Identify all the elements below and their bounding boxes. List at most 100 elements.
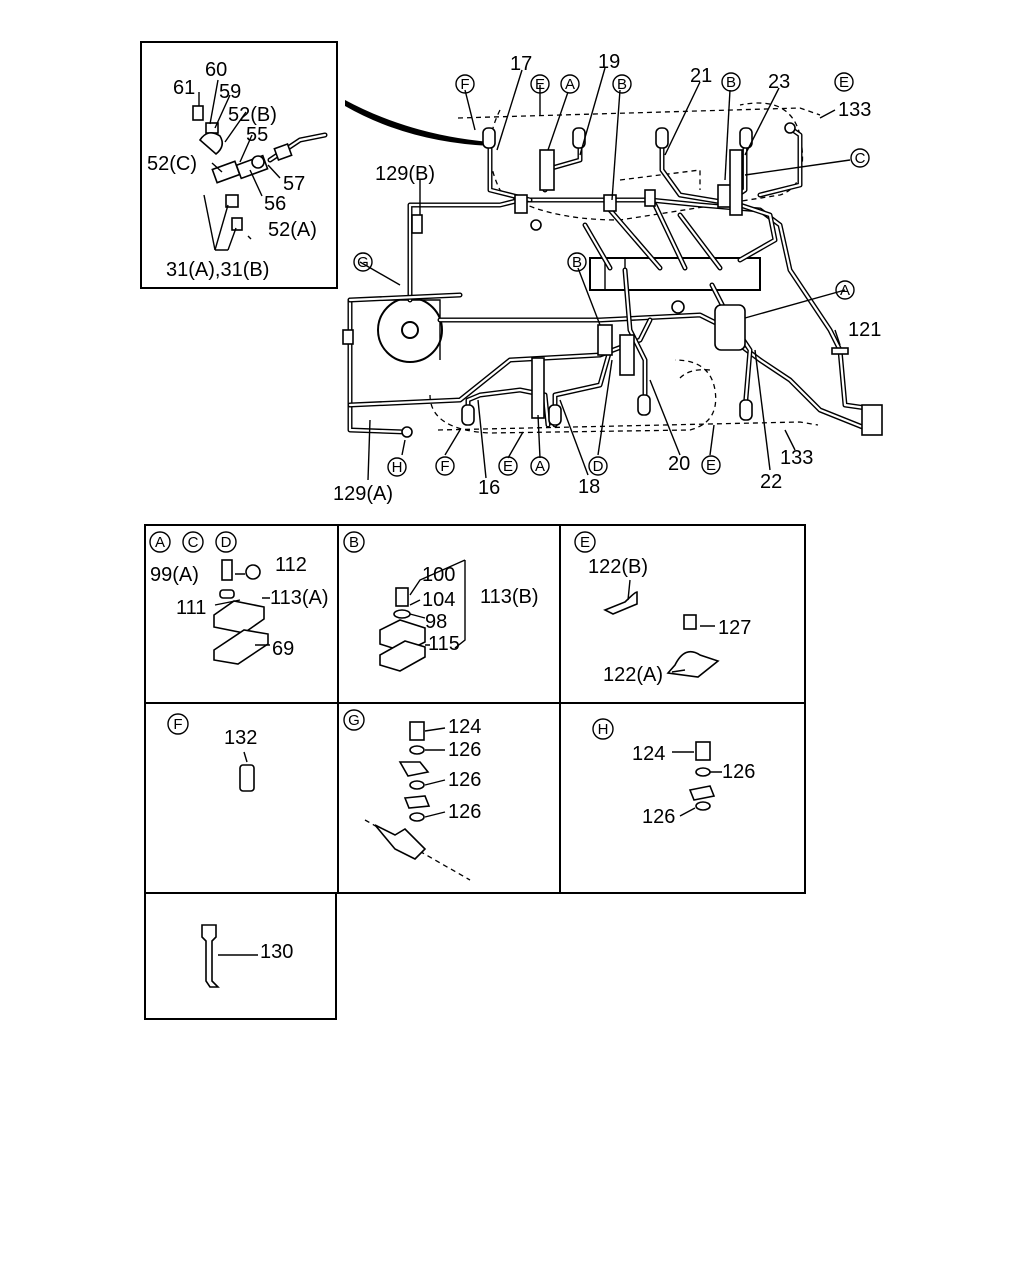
label-21: 21 [690,65,712,87]
marker-e-bottom1: E [498,456,518,476]
inset-label-31: 31(A),31(B) [166,259,269,281]
bolt-part [192,105,204,121]
svg-text:H: H [392,459,403,476]
inset-label-56: 56 [264,193,286,215]
inset-label-52a: 52(A) [268,219,317,241]
panel-acd-label-111: 111 [176,597,206,619]
svg-text:F: F [460,76,469,93]
marker-b-top2: B [721,72,741,92]
panel-b-label-113b: 113(B) [480,586,539,608]
panel-acd: A C D [149,531,237,553]
panel-h-marker: H [592,718,614,740]
panel-e-marker: E [574,531,596,553]
svg-text:E: E [503,458,513,475]
marker-a-bottom: A [530,456,550,476]
panel-h-label-126-b: 126 [642,806,675,828]
inset-detail: 61 60 59 52(B) 55 52(C) 57 56 52(A) 31(A… [140,41,338,289]
leader-lines [359,67,851,481]
panel-b-label-104: 104 [422,589,455,611]
label-22: 22 [760,471,782,493]
marker-e-top2: E [834,72,854,92]
label-121: 121 [848,319,881,341]
svg-text:E: E [839,74,849,91]
marker-e-bottom2: E [701,455,721,475]
inset-label-55: 55 [246,124,268,146]
svg-text:E: E [535,76,545,93]
svg-text:A: A [565,76,575,93]
svg-text:F: F [173,716,182,733]
main-fuel-line-diagram: 17 19 21 23 133 129(B) 121 129(A) 16 18 … [333,51,883,505]
svg-text:B: B [572,254,582,271]
panel-e-label-122a: 122(A) [603,664,663,686]
marker-a-top: A [560,74,580,94]
label-129b: 129(B) [375,163,435,185]
inset-label-59: 59 [219,81,241,103]
panel-acd-label-113a: 113(A) [270,587,329,609]
panel-g-label-126-b: 126 [448,769,481,791]
marker-b-top1: B [612,74,632,94]
panel-e-label-127: 127 [718,617,751,639]
panel-b-label-98: 98 [425,611,447,633]
panel-g-label-124: 124 [448,716,481,738]
label-17: 17 [510,53,532,75]
injectors [461,127,753,426]
label-23: 23 [768,71,790,93]
panel-last-label-130: 130 [260,941,293,963]
panel-b-label-115: 115 [428,633,460,655]
svg-text:E: E [580,534,590,551]
panel-acd-label-69: 69 [272,638,294,660]
panel-h-label-124: 124 [632,743,665,765]
callout-swoosh [345,100,490,146]
inset-label-60: 60 [205,59,227,81]
svg-text:B: B [726,74,736,91]
marker-h: H [387,457,407,477]
marker-f-bottom: F [435,456,455,476]
panel-g-label-126-c: 126 [448,801,481,823]
svg-text:C: C [855,150,866,167]
inset-label-52b: 52(B) [228,104,277,126]
reference-markers: F E A B B E C G B A H F E A D E [353,72,870,477]
panel-g-marker: G [343,709,365,731]
panel-g-label-126-a: 126 [448,739,481,761]
svg-text:F: F [440,458,449,475]
inset-label-61: 61 [173,77,195,99]
marker-b-mid: B [567,252,587,272]
detail-grid: A C D 99(A) 112 111 113(A) 69 B 100 104 … [144,524,806,1020]
panel-acd-marker-a: A [155,534,165,551]
panel-acd-marker-d: D [221,534,232,551]
inset-label-57: 57 [283,173,305,195]
label-20: 20 [668,453,690,475]
label-16: 16 [478,477,500,499]
svg-text:D: D [593,458,604,475]
marker-f-top: F [455,74,475,94]
marker-c: C [850,148,870,168]
marker-g: G [353,252,373,272]
svg-text:G: G [348,712,360,729]
inset-frame [140,41,338,289]
panel-b-label-100: 100 [422,564,455,586]
marker-a-right: A [835,280,855,300]
panel-acd-label-99a: 99(A) [150,564,199,586]
panel-f-label-132: 132 [224,727,257,749]
svg-text:B: B [617,76,627,93]
label-133-top: 133 [838,99,871,121]
marker-d-bottom: D [588,456,608,476]
svg-text:G: G [357,254,369,271]
panel-b-marker: B [343,531,365,553]
svg-text:H: H [598,721,609,738]
label-19: 19 [598,51,620,73]
panel-f-marker: F [167,713,189,735]
panel-h-label-126-a: 126 [722,761,755,783]
svg-text:B: B [349,534,359,551]
svg-text:A: A [535,458,545,475]
svg-text:E: E [706,457,716,474]
panel-acd-marker-c: C [188,534,199,551]
pipe-clamps [342,122,883,438]
inset-label-52c: 52(C) [147,153,197,175]
fuel-filter [377,297,443,363]
panel-acd-label-112: 112 [275,554,307,576]
injection-pump [589,257,761,291]
label-18: 18 [578,476,600,498]
